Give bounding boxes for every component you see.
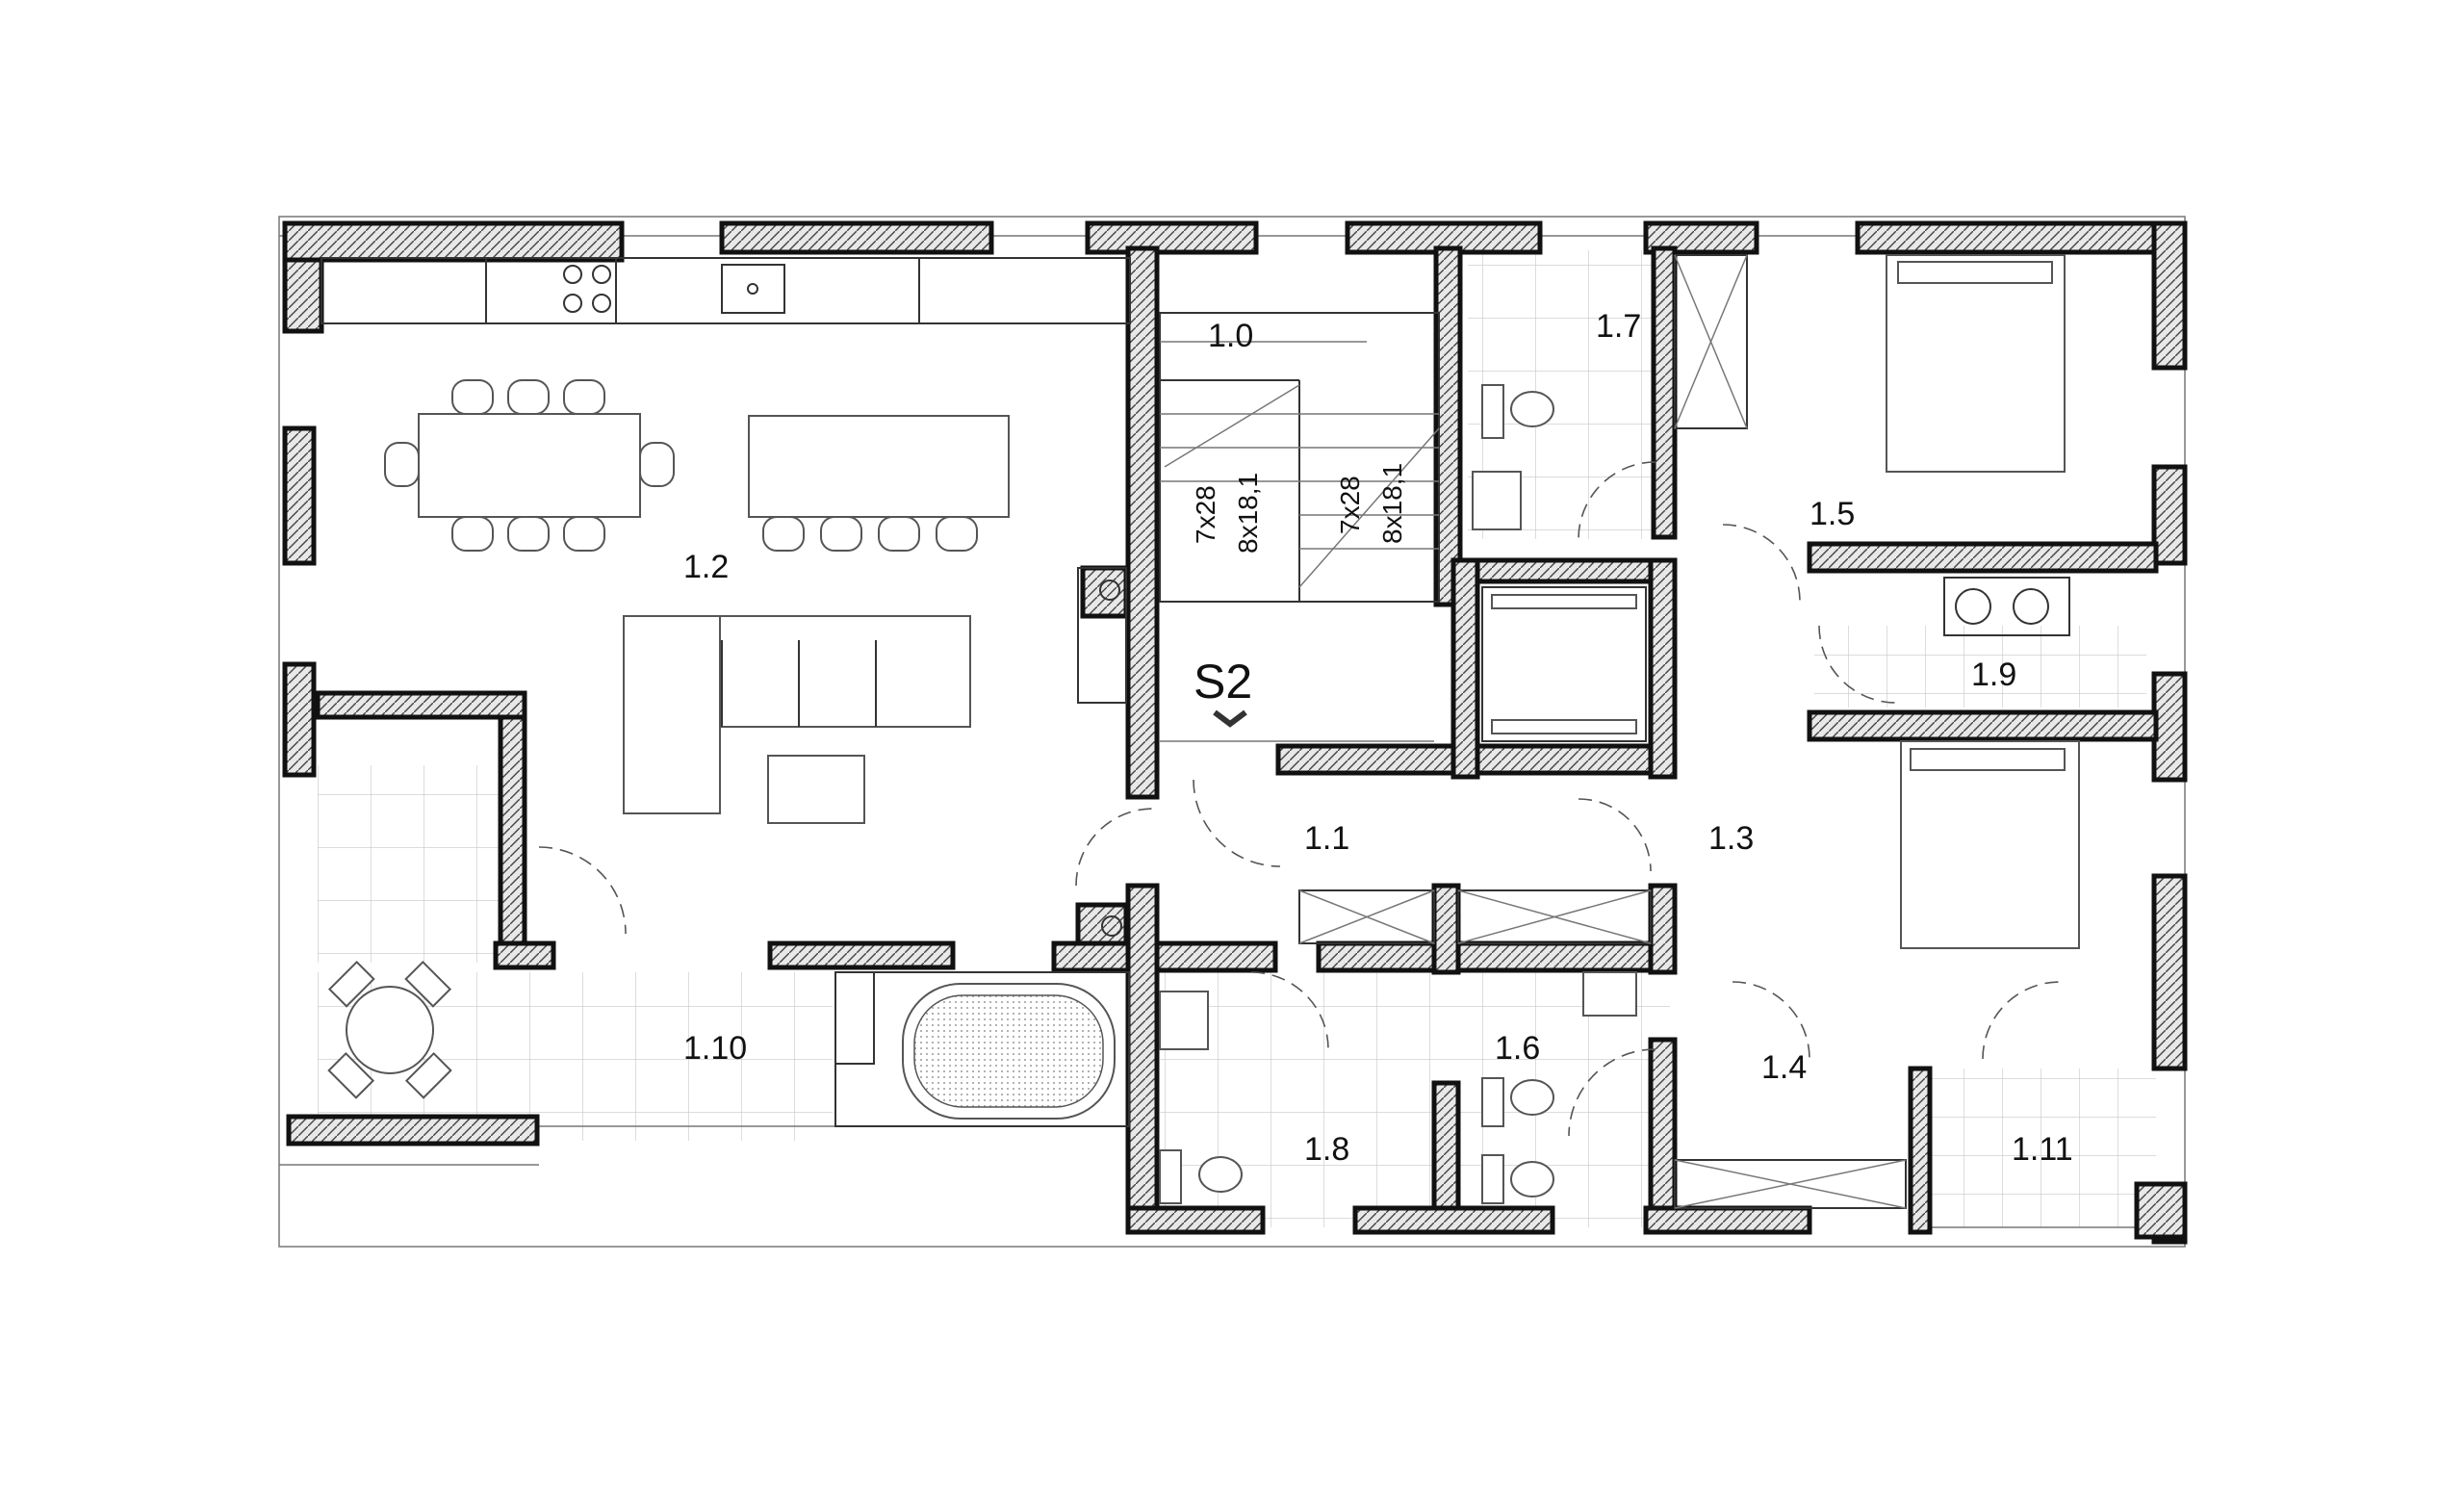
staircase [1159, 312, 1440, 742]
stair-left-steps: 7x28 [1191, 485, 1220, 544]
elevator [1481, 586, 1647, 742]
kitchen-furniture [321, 257, 1131, 937]
room-label-1-10: 1.10 [683, 1030, 747, 1067]
dining-table [384, 379, 1010, 552]
room-label-1-9: 1.9 [1971, 657, 2016, 693]
room-label-1-11: 1.11 [2012, 1131, 2073, 1168]
wardrobes [1298, 254, 1907, 1209]
room-label-1-2: 1.2 [683, 549, 729, 585]
bathroom-fixtures [1159, 384, 1637, 1204]
hot-tub [834, 971, 1130, 1127]
section-marker: S2 [1194, 655, 1252, 708]
room-label-1-6: 1.6 [1495, 1030, 1540, 1067]
room-label-1-7: 1.7 [1596, 308, 1641, 345]
room-label-1-0: 1.0 [1208, 318, 1253, 354]
stair-left-risers: 8x18,1 [1233, 473, 1263, 554]
room-label-1-8: 1.8 [1304, 1131, 1349, 1168]
room-labels: 1.0 1.1 1.2 1.3 1.4 1.5 1.6 1.7 1.8 1.9 … [683, 308, 2073, 1168]
stair-annotations: 7x28 8x18,1 7x28 8x18,1 [1191, 463, 1407, 554]
room-label-1-4: 1.4 [1761, 1049, 1807, 1086]
room-label-1-1: 1.1 [1304, 820, 1349, 857]
beds [1886, 254, 2080, 949]
stair-right-risers: 8x18,1 [1377, 463, 1407, 544]
room-label-1-3: 1.3 [1708, 820, 1754, 857]
sofa [623, 615, 971, 824]
door-swings [538, 461, 2061, 1137]
room-label-1-5: 1.5 [1810, 496, 1855, 532]
laundry [1943, 577, 2070, 636]
walls [282, 220, 2188, 1245]
terrace-table [327, 960, 452, 1099]
stair-right-steps: 7x28 [1335, 476, 1365, 534]
